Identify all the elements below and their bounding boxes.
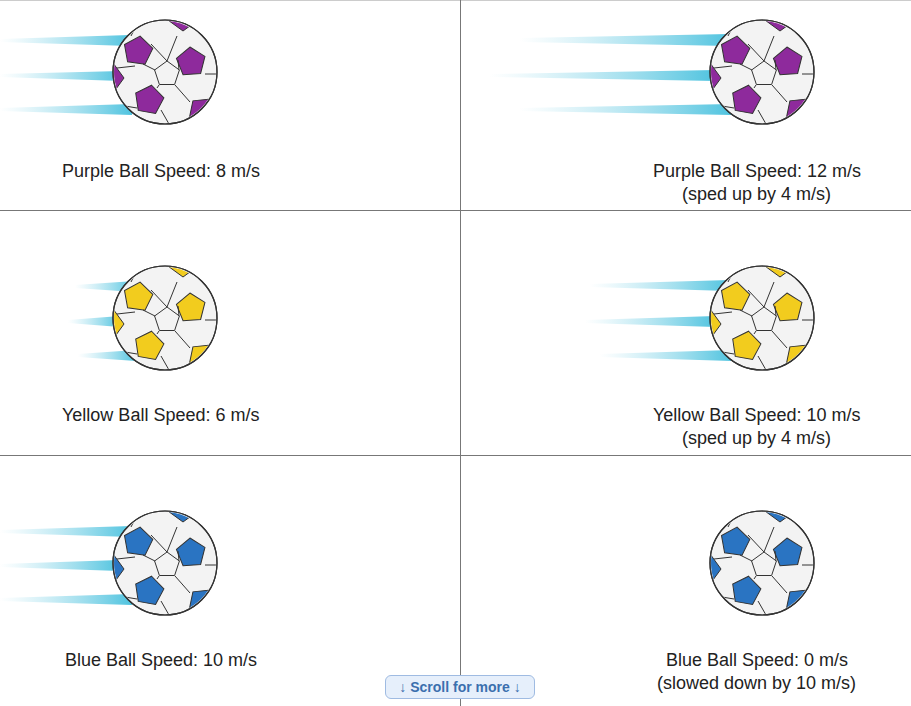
- blue-ball: [97, 495, 223, 621]
- scroll-button: ↓ Scroll for more ↓: [385, 675, 535, 699]
- speed-caption: Blue Ball Speed: 0 m/s: [666, 649, 848, 671]
- speed-caption: Purple Ball Speed: 8 m/s: [62, 160, 260, 182]
- speed-caption: Blue Ball Speed: 10 m/s: [65, 649, 257, 671]
- yellow-ball: [97, 250, 223, 376]
- speed-caption: Purple Ball Speed: 12 m/s: [653, 160, 861, 182]
- speed-caption: (slowed down by 10 m/s): [657, 672, 856, 694]
- speed-caption: (sped up by 4 m/s): [682, 427, 831, 449]
- purple-ball: [694, 4, 820, 130]
- button-text: ↓ Scroll for more ↓: [399, 679, 520, 695]
- speed-caption: Yellow Ball Speed: 6 m/s: [62, 404, 259, 426]
- purple-ball: [97, 4, 223, 130]
- speed-caption: Yellow Ball Speed: 10 m/s: [653, 404, 860, 426]
- blue-ball: [694, 495, 820, 621]
- yellow-ball: [694, 250, 820, 376]
- speed-caption: (sped up by 4 m/s): [682, 183, 831, 205]
- speed-streak: [0, 34, 732, 605]
